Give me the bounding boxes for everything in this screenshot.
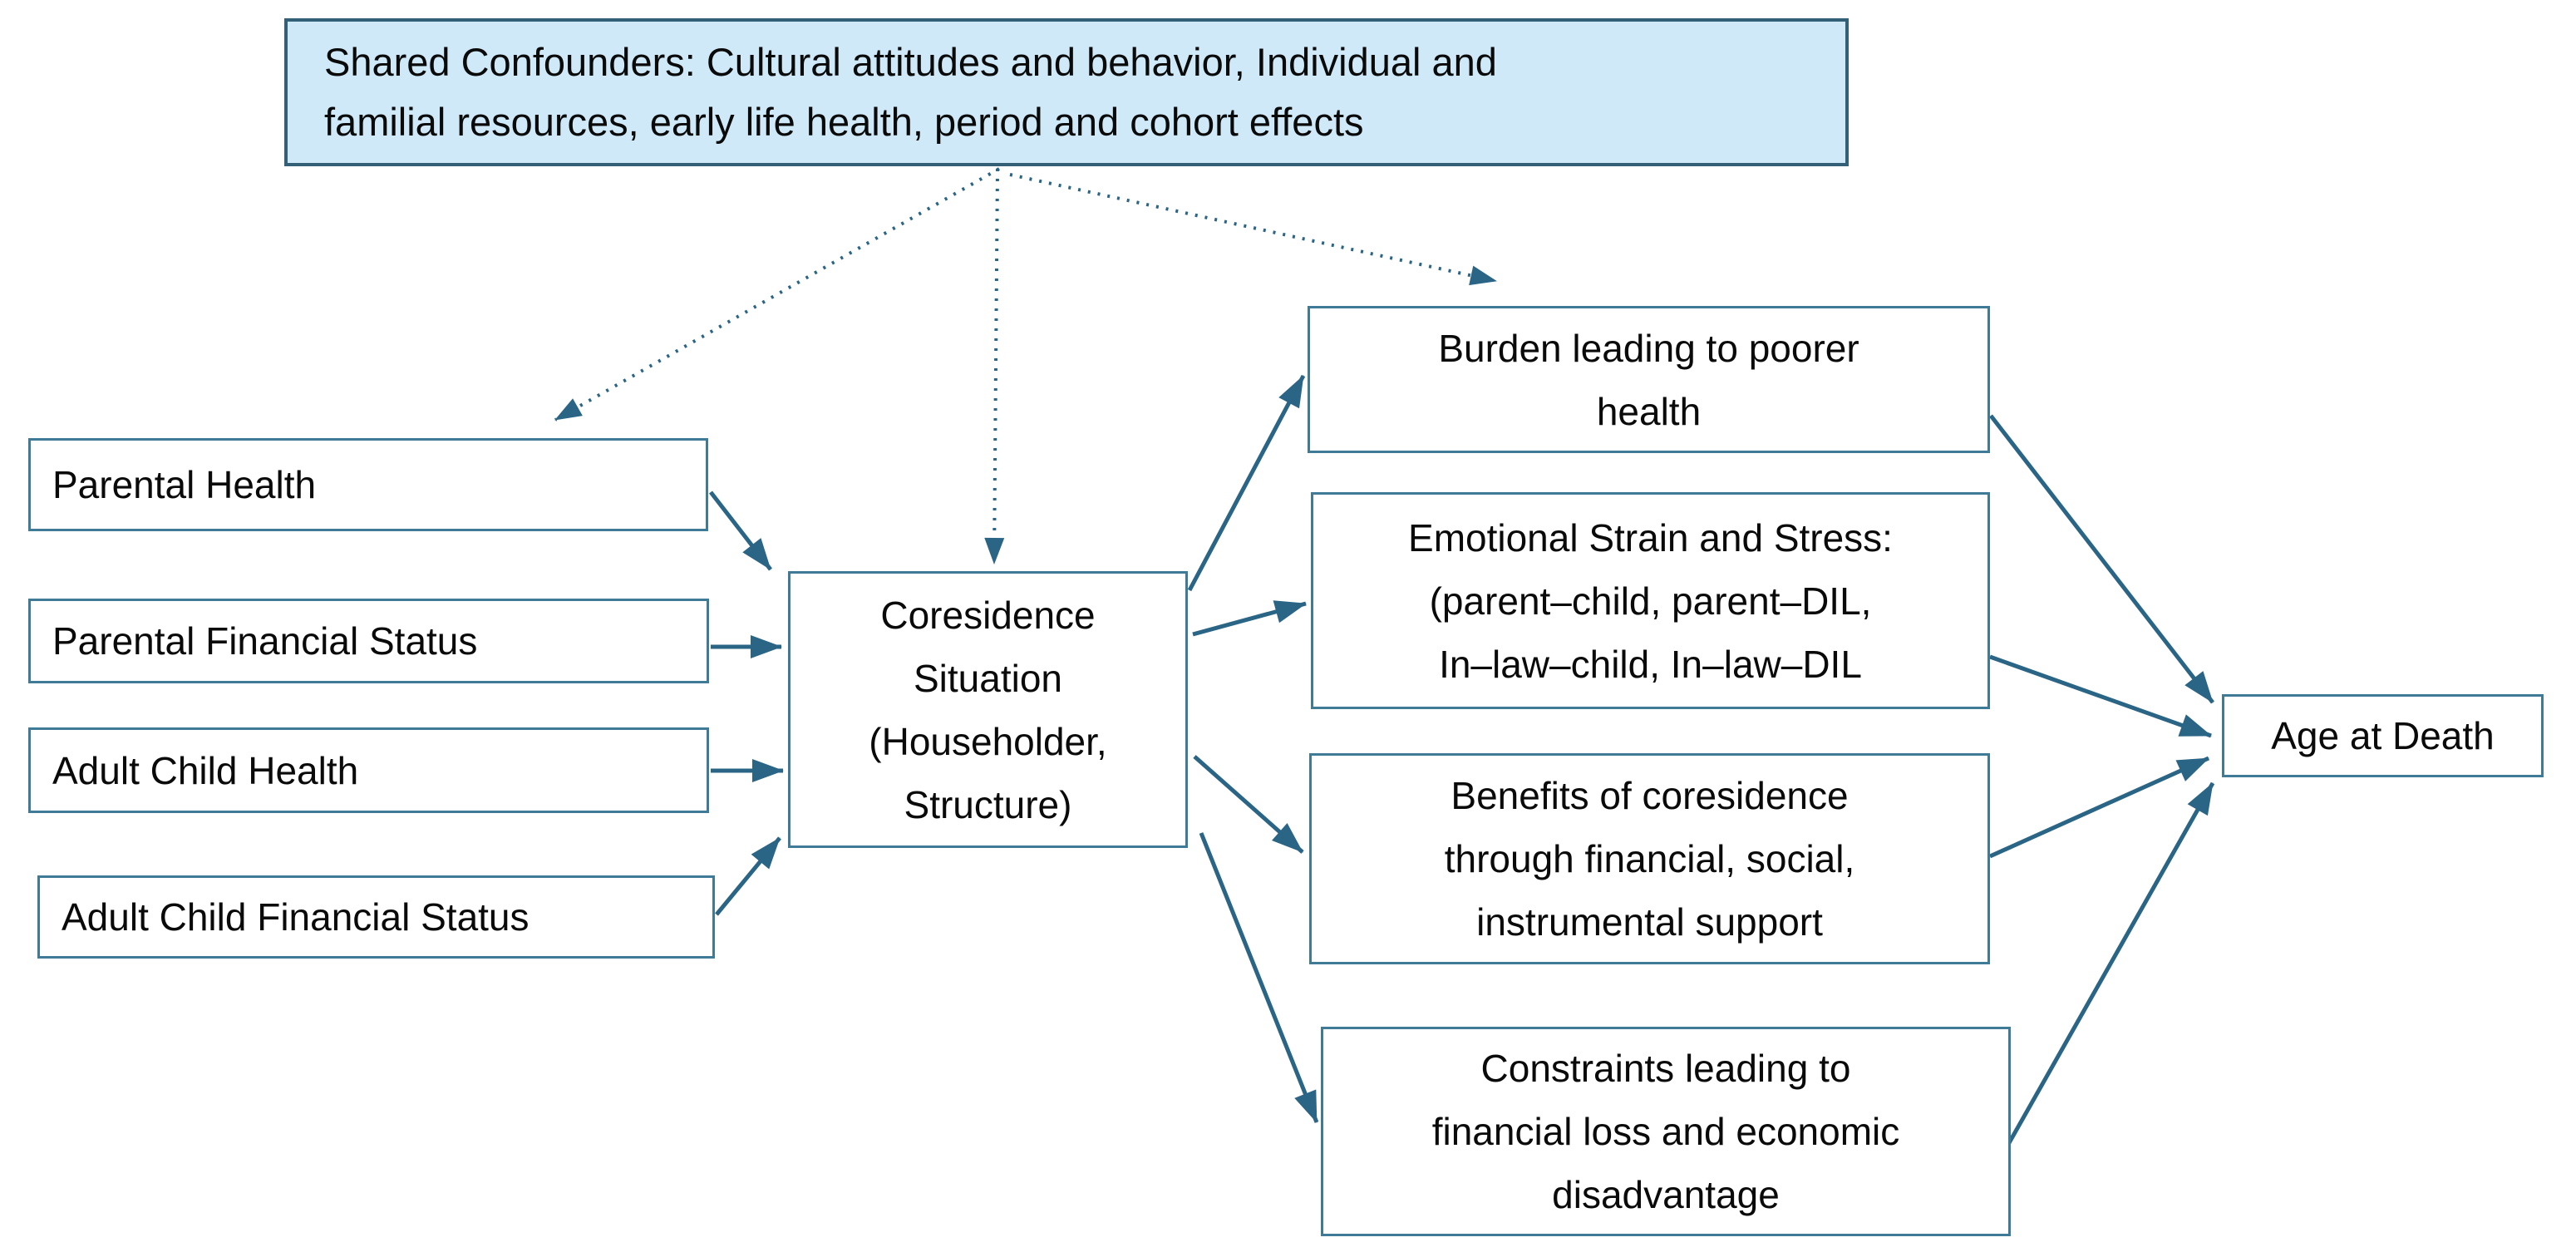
node-age-at-death: Age at Death (2222, 694, 2544, 777)
edge-adult-child-financial-to-coresidence (715, 836, 781, 916)
confounders-text-line2: familial resources, early life health, p… (324, 100, 1364, 144)
node-label-line2: Situation (913, 656, 1062, 700)
edge-confounders-to-burden-area (1009, 173, 1497, 286)
edge-parental-health-to-coresidence (709, 490, 772, 571)
node-label-line1: Constraints leading to (1480, 1047, 1851, 1090)
node-emotional-strain-stress: Emotional Strain and Stress: (parent–chi… (1311, 492, 1990, 709)
node-label-line3: (Householder, (869, 719, 1107, 763)
node-benefits-of-coresidence: Benefits of coresidence through financia… (1309, 753, 1990, 964)
edge-coresidence-to-emotional (1192, 600, 1307, 637)
edge-emotional-to-age (1989, 654, 2212, 738)
node-label-line1: Benefits of coresidence (1451, 774, 1849, 817)
node-label-line3: In–law–child, In–law–DIL (1439, 642, 1862, 686)
edge-confounders-to-parental-area (554, 167, 1000, 421)
node-label: Adult Child Health (52, 748, 359, 792)
node-label-line1: Coresidence (880, 593, 1096, 637)
edge-coresidence-to-constraints (1199, 832, 1319, 1123)
node-label-line3: disadvantage (1552, 1173, 1780, 1216)
node-label: Age at Death (2271, 714, 2495, 757)
node-adult-child-health: Adult Child Health (28, 727, 709, 813)
node-label-line2: financial loss and economic (1431, 1110, 1900, 1153)
node-label-line1: Emotional Strain and Stress: (1408, 515, 1893, 559)
edge-coresidence-to-benefits (1193, 755, 1304, 854)
edge-burden-to-age (1989, 414, 2214, 704)
edge-benefits-to-age (1988, 756, 2210, 859)
edge-constraints-to-age (2004, 781, 2215, 1149)
edge-coresidence-to-burden (1187, 374, 1306, 592)
node-label-line1: Burden leading to poorer (1438, 326, 1859, 370)
confounders-text-line1: Shared Confounders: Cultural attitudes a… (324, 40, 1497, 84)
node-burden-poorer-health: Burden leading to poorer health (1308, 306, 1990, 453)
edge-confounders-to-coresidence (984, 168, 1005, 564)
node-adult-child-financial-status: Adult Child Financial Status (37, 875, 715, 959)
node-label-line2: health (1596, 389, 1702, 433)
node-label-line2: through financial, social, (1444, 837, 1855, 880)
node-label: Parental Health (52, 463, 317, 506)
node-parental-financial-status: Parental Financial Status (28, 599, 709, 683)
node-constraints-financial-loss: Constraints leading to financial loss an… (1321, 1027, 2011, 1236)
node-parental-health: Parental Health (28, 438, 708, 531)
node-label-line4: Structure) (904, 782, 1072, 826)
node-label: Adult Child Financial Status (62, 895, 529, 939)
node-label: Parental Financial Status (52, 619, 478, 663)
node-label-line2: (parent–child, parent–DIL, (1429, 579, 1872, 623)
node-label-line3: instrumental support (1476, 900, 1823, 944)
node-coresidence-situation: Coresidence Situation (Householder, Stru… (788, 571, 1188, 848)
node-shared-confounders: Shared Confounders: Cultural attitudes a… (284, 18, 1849, 166)
